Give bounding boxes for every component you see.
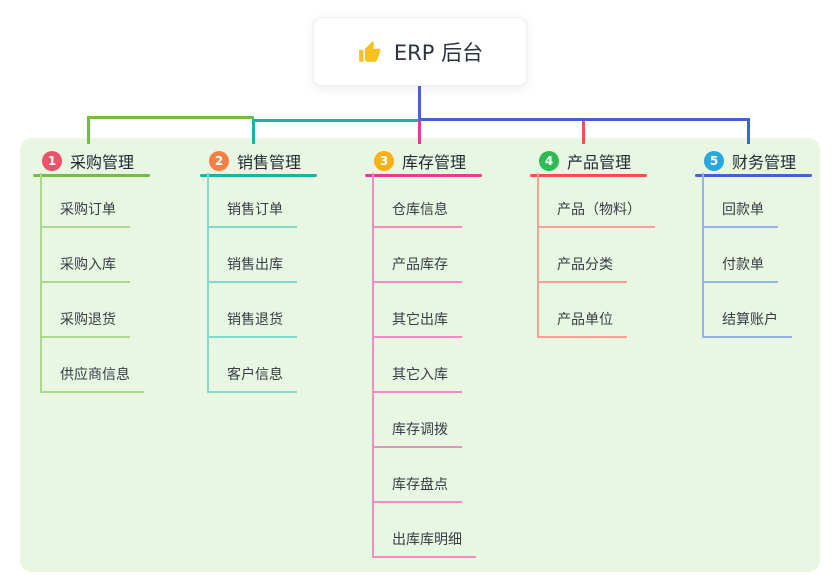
child-node[interactable]: 其它出库	[374, 283, 462, 338]
child-node[interactable]: 采购入库	[42, 228, 130, 283]
child-node[interactable]: 结算账户	[704, 283, 792, 338]
root-node-label: ERP 后台	[393, 40, 484, 65]
branch-children-list: 产品（物料）产品分类产品单位	[537, 173, 655, 338]
branch-number-badge: 4	[539, 150, 559, 171]
branch-number-badge: 2	[209, 150, 229, 171]
child-node[interactable]: 出库库明细	[374, 503, 476, 558]
child-node[interactable]: 销售退货	[209, 283, 297, 338]
branch-number-badge: 1	[42, 150, 62, 171]
child-node[interactable]: 产品库存	[374, 228, 462, 283]
branch-children-list: 销售订单销售出库销售退货客户信息	[207, 173, 297, 393]
branch-title-label: 财务管理	[732, 152, 797, 172]
thumbs-up-icon	[357, 39, 383, 65]
branch2-elbow-connector	[252, 119, 419, 144]
branch-title-1[interactable]: 1 采购管理	[33, 147, 150, 174]
branch-2: 2 销售管理销售订单销售出库销售退货客户信息	[200, 147, 317, 393]
child-node[interactable]: 回款单	[704, 173, 778, 228]
branch-title-label: 销售管理	[237, 152, 302, 172]
branch5-elbow-connector	[419, 118, 750, 144]
child-node[interactable]: 其它入库	[374, 338, 462, 393]
branch-3: 3 库存管理仓库信息产品库存其它出库其它入库库存调拨库存盘点出库库明细	[365, 147, 482, 558]
branch-5: 5 财务管理回款单付款单结算账户	[695, 147, 812, 338]
mindmap-background-panel	[20, 138, 820, 572]
child-node[interactable]: 产品分类	[539, 228, 627, 283]
branch-title-underline	[365, 174, 482, 177]
branch-number-badge: 5	[704, 150, 724, 171]
branch-children-list: 仓库信息产品库存其它出库其它入库库存调拨库存盘点出库库明细	[372, 173, 476, 558]
child-node[interactable]: 库存盘点	[374, 448, 462, 503]
branch-4: 4 产品管理产品（物料）产品分类产品单位	[530, 147, 655, 338]
child-node[interactable]: 采购订单	[42, 173, 130, 228]
branch-children-list: 采购订单采购入库采购退货供应商信息	[40, 173, 144, 393]
branch-title-underline	[33, 174, 150, 177]
child-node[interactable]: 供应商信息	[42, 338, 144, 393]
branch-title-label: 产品管理	[567, 152, 632, 172]
branch-title-underline	[200, 174, 317, 177]
branch-title-4[interactable]: 4 产品管理	[530, 147, 647, 174]
branch-title-label: 库存管理	[402, 152, 467, 172]
branch-title-underline	[530, 174, 647, 177]
branch1-elbow-connector	[87, 116, 254, 144]
child-node[interactable]: 客户信息	[209, 338, 297, 393]
branch-title-3[interactable]: 3 库存管理	[365, 147, 482, 174]
branch-title-2[interactable]: 2 销售管理	[200, 147, 317, 174]
branch-title-label: 采购管理	[70, 152, 135, 172]
branch-children-list: 回款单付款单结算账户	[702, 173, 792, 338]
child-node[interactable]: 产品（物料）	[539, 173, 655, 228]
child-node[interactable]: 采购退货	[42, 283, 130, 338]
branch-title-underline	[695, 174, 812, 177]
child-node[interactable]: 产品单位	[539, 283, 627, 338]
child-node[interactable]: 仓库信息	[374, 173, 462, 228]
branch-number-badge: 3	[374, 150, 394, 171]
child-node[interactable]: 库存调拨	[374, 393, 462, 448]
branch-1: 1 采购管理采购订单采购入库采购退货供应商信息	[33, 147, 150, 393]
child-node[interactable]: 销售订单	[209, 173, 297, 228]
branch-title-5[interactable]: 5 财务管理	[695, 147, 812, 174]
root-node-erp-backend[interactable]: ERP 后台	[313, 17, 527, 86]
child-node[interactable]: 销售出库	[209, 228, 297, 283]
child-node[interactable]: 付款单	[704, 228, 778, 283]
